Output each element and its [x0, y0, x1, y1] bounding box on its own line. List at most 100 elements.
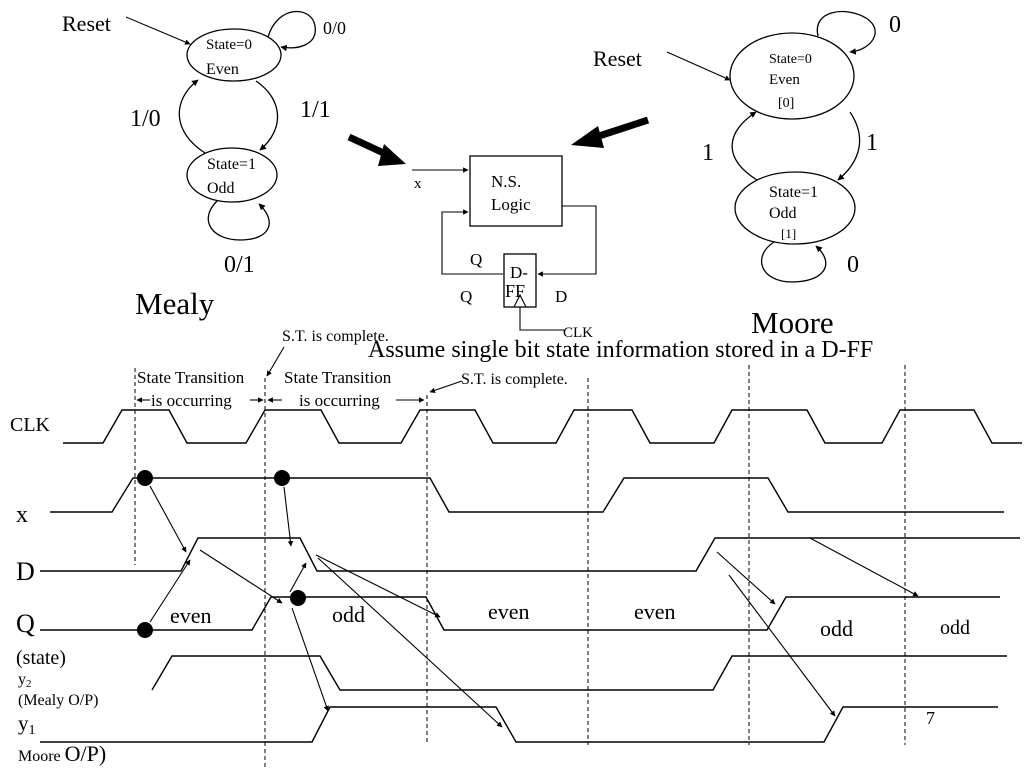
signal-label-moore-prefix: Moore — [18, 748, 65, 765]
clk-label: CLK — [563, 325, 593, 341]
signal-label-moore-op: Moore O/P) — [18, 741, 106, 766]
moore-reset-arrow — [666, 51, 731, 81]
moore-state-0 — [729, 32, 855, 120]
signal-label-y1-letter: y — [18, 711, 29, 735]
ns-logic-circuit: x N.S. Logic Q D- FF CLK Q D — [347, 116, 650, 341]
moore-state-1-output: [1] — [781, 226, 796, 241]
cause-arrow-q-to-d-2 — [289, 562, 307, 593]
q-state-label-2: odd — [332, 602, 365, 627]
waveform-x — [50, 477, 1004, 513]
moore-loop-0-label: 0 — [889, 12, 901, 38]
mealy-loop-0 — [267, 10, 316, 52]
moore-pointer-arrowhead — [571, 126, 604, 148]
mealy-reset-arrow — [125, 16, 191, 45]
signal-label-q: Q — [16, 609, 35, 638]
q-state-label-6: odd — [940, 617, 970, 639]
ns-logic-line2: Logic — [491, 195, 531, 214]
mealy-transition-1-to-0-label: 1/0 — [130, 106, 161, 132]
mealy-state-1 — [186, 147, 278, 203]
moore-transition-0-to-1-label: 1 — [866, 130, 878, 156]
moore-loop-1-label: 0 — [847, 252, 859, 278]
page-number: 7 — [926, 708, 935, 728]
sample-dot-x-2 — [274, 470, 290, 486]
mealy-loop-1-label: 0/1 — [224, 252, 255, 278]
ns-logic-line1: N.S. — [491, 172, 521, 191]
mealy-transition-1-to-0 — [178, 79, 206, 154]
mealy-transition-0-to-1 — [255, 80, 279, 151]
st-complete-label-2: S.T. is complete. — [461, 371, 568, 388]
cause-arrow-d-to-q-1 — [199, 549, 283, 604]
st-complete-arrow-2 — [429, 380, 463, 393]
cause-arrow-q-to-d-1 — [149, 559, 191, 623]
transition-1-line1: State Transition — [137, 368, 245, 387]
mealy-title: Mealy — [135, 286, 215, 321]
mealy-diagram: Reset State=0 Even 0/0 State=1 Odd 1/1 1… — [62, 10, 346, 321]
sample-dot-q-1 — [137, 622, 153, 638]
waveform-y2-mealy — [151, 655, 1007, 691]
mealy-loop-0-label: 0/0 — [323, 18, 346, 38]
st-complete-arrow-1 — [266, 346, 285, 377]
moore-transition-1-to-0-label: 1 — [702, 140, 714, 166]
x-input-label: x — [414, 176, 422, 192]
waveform-d — [40, 537, 1020, 572]
moore-pointer-arrow — [594, 116, 650, 141]
signal-label-x: x — [16, 502, 28, 528]
mealy-loop-1 — [207, 200, 270, 241]
cause-arrow-d-to-y1-2 — [728, 574, 836, 717]
transition-2-line2: is occurring — [299, 391, 380, 410]
signal-label-y2-sub: 2 — [26, 678, 32, 690]
signal-label-y1: y1 — [18, 711, 36, 738]
mealy-reset-label: Reset — [62, 11, 111, 36]
signal-label-moore-op-text: O/P) — [65, 741, 107, 766]
sample-dot-q-2 — [290, 590, 306, 606]
q-state-label-4: even — [634, 599, 676, 624]
moore-diagram: Reset State=0 Even [0] 0 State=1 Odd [1]… — [593, 11, 901, 340]
clk-wire — [519, 307, 564, 331]
signal-label-y1-sub: 1 — [29, 723, 36, 738]
sample-dot-x-1 — [137, 470, 153, 486]
moore-state-0-output: [0] — [778, 96, 794, 111]
dff-q-label: Q — [460, 287, 472, 306]
mealy-pointer-arrowhead — [378, 144, 406, 166]
mealy-transition-0-to-1-label: 1/1 — [300, 97, 331, 123]
moore-title: Moore — [751, 305, 834, 340]
moore-transition-1-to-0 — [731, 111, 758, 181]
dff-d-label: D — [555, 287, 567, 306]
signal-label-d: D — [16, 557, 35, 586]
moore-loop-1 — [760, 241, 827, 283]
cause-arrow-d-to-q-3 — [716, 551, 776, 605]
dff-clock-triangle — [513, 293, 527, 308]
moore-state-1-line1: State=1 — [769, 184, 818, 201]
moore-state-1-line2: Odd — [769, 205, 797, 222]
cause-arrow-d-to-q-4 — [809, 537, 919, 597]
signal-label-y2: y2 — [18, 671, 32, 690]
moore-state-1 — [734, 171, 856, 245]
mealy-state-0-line2: Even — [206, 61, 239, 78]
q-feedback-label: Q — [470, 250, 482, 269]
cause-arrow-x-to-d-2 — [283, 486, 294, 547]
signal-label-state: (state) — [16, 647, 66, 669]
cause-arrow-d-to-q-2 — [315, 554, 441, 618]
dff-label-d: D- — [510, 263, 528, 282]
moore-transition-0-to-1 — [837, 111, 861, 181]
transition-2-line1: State Transition — [284, 368, 392, 387]
q-state-label-5: odd — [820, 616, 853, 641]
mealy-state-0 — [186, 28, 282, 82]
waveform-y1-moore — [40, 706, 998, 743]
ns-logic-box — [469, 155, 563, 227]
signal-label-clk: CLK — [10, 414, 51, 436]
timing-diagram: S.T. is complete. S.T. is complete. Stat… — [10, 328, 1022, 768]
heading: Assume single bit state information stor… — [368, 337, 873, 363]
moore-state-0-line1: State=0 — [769, 52, 812, 67]
moore-state-0-line2: Even — [769, 72, 800, 88]
signal-label-y2-letter: y — [18, 671, 26, 688]
moore-reset-label: Reset — [593, 46, 642, 71]
mealy-state-0-line1: State=0 — [206, 37, 252, 53]
transition-1-line2: is occurring — [151, 391, 232, 410]
mealy-state-1-line1: State=1 — [207, 156, 256, 173]
mealy-state-1-line2: Odd — [207, 180, 235, 197]
logic-to-d-wire — [537, 205, 597, 277]
signal-label-mealy-op: (Mealy O/P) — [18, 692, 98, 709]
cause-arrow-q-to-y2 — [291, 607, 329, 712]
